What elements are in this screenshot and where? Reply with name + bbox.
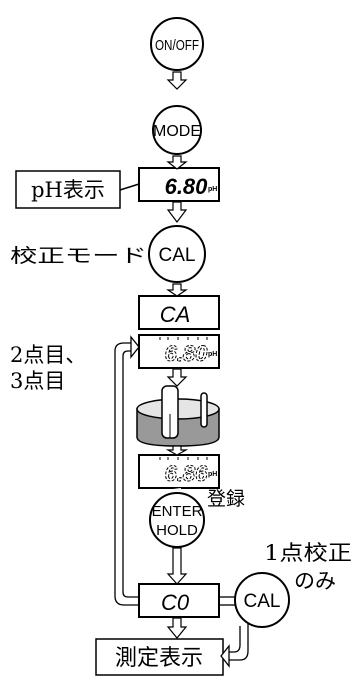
down-arrow-icon <box>173 487 181 489</box>
ph-blink-unit: pH <box>208 351 217 358</box>
down-arrow-icon <box>166 547 188 585</box>
down-arrow-icon <box>166 617 188 639</box>
ph-blink-display: 6.80 pH <box>138 334 220 369</box>
cal-one-point-button-label: CAL <box>244 591 281 612</box>
ph-buffer-unit: pH <box>208 471 217 478</box>
down-arrow-icon <box>166 155 188 170</box>
measure-display-label: 測定表示 <box>115 646 203 671</box>
register-label: 登録 <box>207 488 245 510</box>
points-label-line1: 2点目、 <box>10 343 86 367</box>
cal-one-point-button[interactable]: CAL <box>234 572 290 628</box>
points-label-line2: 3点目 <box>10 369 65 393</box>
cal-message-text: CA <box>160 302 191 327</box>
end-message-text: C0 <box>161 590 190 615</box>
beaker-electrode-icon <box>136 385 220 447</box>
ph-buffer-value: 6.86 <box>165 461 209 486</box>
mode-button[interactable]: MODE <box>152 105 202 155</box>
ph-label-connector <box>119 183 140 191</box>
down-arrow-icon <box>165 445 189 456</box>
hold-button-label: HOLD <box>156 522 198 539</box>
end-message-display: C0 <box>138 583 220 618</box>
blink-marks-icon <box>159 457 208 460</box>
on-off-button[interactable]: ON/OFF <box>150 17 204 71</box>
ph-display: 6.80 pH <box>138 167 220 202</box>
ph-display-unit: pH <box>208 186 217 193</box>
ph-blink-value: 6.80 <box>165 341 209 366</box>
cal-button[interactable]: CAL <box>148 225 206 283</box>
ph-buffer-display: 6.86 pH <box>138 454 220 489</box>
enter-hold-button[interactable]: ENTER HOLD <box>149 492 205 548</box>
blink-marks-icon <box>159 337 208 340</box>
loop-back-arrow <box>114 335 140 606</box>
cal-message-display: CA <box>138 295 220 330</box>
flow-arrows <box>165 71 189 639</box>
cal-button-label: CAL <box>159 245 196 266</box>
cal-mode-label: 校正モード <box>10 245 147 267</box>
enter-button-label: ENTER <box>152 503 203 520</box>
one-point-arrows <box>219 596 249 668</box>
measure-display-label-box: 測定表示 <box>95 638 224 676</box>
down-arrow-icon <box>166 283 188 297</box>
mode-button-label: MODE <box>153 123 201 140</box>
on-off-button-label: ON/OFF <box>155 37 199 54</box>
ph-display-label-box: pH表示 <box>15 170 121 209</box>
down-arrow-icon <box>166 71 188 90</box>
one-point-label-line2: のみ <box>294 569 336 593</box>
ph-display-value: 6.80 <box>165 174 209 199</box>
down-arrow-icon <box>166 201 188 223</box>
down-arrow-icon <box>166 368 188 387</box>
one-point-label-line1: 1点校正 <box>264 541 352 565</box>
ph-display-label: pH表示 <box>31 178 105 202</box>
